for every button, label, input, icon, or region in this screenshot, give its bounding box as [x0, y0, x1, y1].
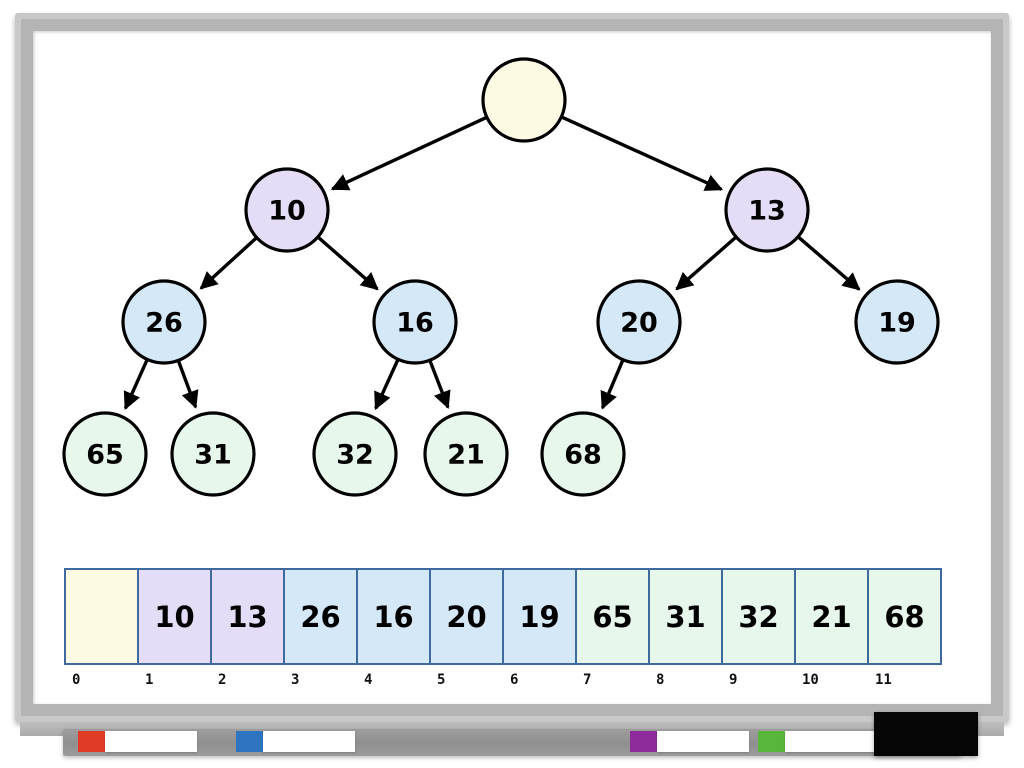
tree-node-32[interactable]: 32	[312, 411, 398, 497]
array-cell-8[interactable]: 31	[648, 568, 723, 665]
tree-node-26[interactable]: 26	[121, 279, 207, 365]
tree-node-20[interactable]: 20	[596, 279, 682, 365]
tree-node-31[interactable]: 31	[170, 411, 256, 497]
green-marker-body	[785, 731, 877, 752]
array-cell-3[interactable]: 26	[283, 568, 358, 665]
tree-edge	[428, 360, 451, 410]
tree-node-19[interactable]: 19	[854, 279, 940, 365]
tree-node-empty[interactable]	[481, 57, 567, 143]
tree-node-13[interactable]: 13	[724, 167, 810, 253]
tree-edge-layer	[123, 115, 861, 411]
node-shape	[481, 57, 567, 143]
array-index-label-5: 5	[437, 672, 446, 688]
tree-node-65[interactable]: 65	[62, 411, 148, 497]
array-cell-4[interactable]: 16	[356, 568, 431, 665]
tree-node-10[interactable]: 10	[244, 167, 330, 253]
node-shape	[62, 411, 148, 497]
node-shape	[596, 279, 682, 365]
node-label: 10	[268, 196, 306, 227]
green-marker[interactable]	[758, 731, 877, 752]
array-index-label-0: 0	[72, 672, 81, 688]
node-shape	[540, 411, 626, 497]
array-index-label-7: 7	[583, 672, 592, 688]
tree-edge	[123, 359, 149, 410]
node-shape	[312, 411, 398, 497]
tree-node-21[interactable]: 21	[423, 411, 509, 497]
array-cell-6[interactable]: 19	[502, 568, 577, 665]
purple-marker-body	[657, 731, 749, 752]
red-marker-body	[105, 731, 197, 752]
red-marker-cap	[78, 731, 105, 752]
array-index-label-4: 4	[364, 672, 373, 688]
array-index-label-9: 9	[729, 672, 738, 688]
tree-edge	[561, 115, 724, 191]
array-index-label-8: 8	[656, 672, 665, 688]
array-cell-11[interactable]: 68	[867, 568, 942, 665]
array-index-label-2: 2	[218, 672, 227, 688]
array-index-label-10: 10	[802, 672, 819, 688]
node-label: 31	[194, 440, 232, 471]
node-label: 21	[447, 440, 485, 471]
node-shape	[372, 279, 458, 365]
array-index-label-11: 11	[875, 672, 892, 688]
array-index-label-6: 6	[510, 672, 519, 688]
tree-edge	[177, 360, 199, 409]
node-label: 32	[336, 440, 374, 471]
tree-edge	[199, 237, 258, 290]
tree-node-16[interactable]: 16	[372, 279, 458, 365]
node-shape	[244, 167, 330, 253]
node-label: 16	[396, 308, 434, 339]
array-cell-5[interactable]: 20	[429, 568, 504, 665]
node-shape	[423, 411, 509, 497]
node-shape	[854, 279, 940, 365]
array-cell-9[interactable]: 32	[721, 568, 796, 665]
node-shape	[121, 279, 207, 365]
tree-edge	[797, 236, 861, 291]
node-label: 19	[878, 308, 916, 339]
node-label: 68	[564, 440, 602, 471]
purple-marker-cap	[630, 731, 657, 752]
tree-edge	[330, 116, 487, 191]
array-cell-2[interactable]: 13	[210, 568, 285, 665]
node-label: 26	[145, 308, 183, 339]
tree-node-layer: 10 13 26 16 20 19 65 31 32 21 68	[62, 57, 940, 497]
node-label: 65	[86, 440, 124, 471]
array-cell-0[interactable]	[64, 568, 139, 665]
blue-marker[interactable]	[236, 731, 355, 752]
tree-edge	[675, 236, 737, 291]
green-marker-cap	[758, 731, 785, 752]
node-label: 13	[748, 196, 786, 227]
blue-marker-body	[263, 731, 355, 752]
tree-edge	[374, 359, 400, 411]
array-index-label-3: 3	[291, 672, 300, 688]
tree-node-68[interactable]: 68	[540, 411, 626, 497]
tree-edge	[600, 360, 625, 410]
node-shape	[724, 167, 810, 253]
red-marker[interactable]	[78, 731, 197, 752]
array-cell-7[interactable]: 65	[575, 568, 650, 665]
purple-marker[interactable]	[630, 731, 749, 752]
array-cell-1[interactable]: 10	[137, 568, 212, 665]
array-index-row: 0 1 2 3 4 5 6 7 8 9 10 11	[64, 672, 940, 694]
array-cell-10[interactable]: 21	[794, 568, 869, 665]
eraser[interactable]	[874, 712, 978, 756]
array-index-label-1: 1	[145, 672, 154, 688]
blue-marker-cap	[236, 731, 263, 752]
node-shape	[170, 411, 256, 497]
node-label: 20	[620, 308, 658, 339]
tree-edge	[317, 236, 379, 291]
